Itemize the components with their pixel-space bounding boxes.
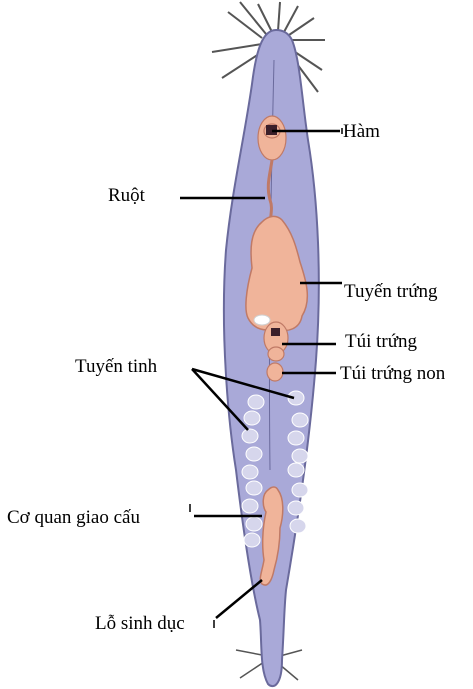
jaw-organ <box>258 116 286 160</box>
testis-follicle <box>288 501 304 515</box>
ovary-spot <box>254 315 270 325</box>
testis-follicle <box>248 395 264 409</box>
label-tui-trung-non: Túi trứng non <box>340 364 445 383</box>
label-tuyen-trung: Tuyến trứng <box>344 282 438 301</box>
testis-follicle <box>292 483 308 497</box>
testis-follicle <box>246 481 262 495</box>
testis-follicle <box>244 533 260 547</box>
label-lo-sinh-duc: Lỗ sinh dục <box>95 614 185 633</box>
testis-follicle <box>242 465 258 479</box>
label-ruot: Ruột <box>108 186 145 205</box>
testis-follicle <box>246 447 262 461</box>
testis-follicle <box>288 431 304 445</box>
label-tuyen-tinh: Tuyến tinh <box>75 357 157 376</box>
testis-follicle <box>242 429 258 443</box>
testis-follicle <box>288 463 304 477</box>
young-egg-sac <box>267 363 283 381</box>
testis-follicle <box>292 413 308 427</box>
testis-follicle <box>246 517 262 531</box>
label-ham: Hàm <box>343 122 380 141</box>
label-tui-trung: Túi trứng <box>345 332 417 351</box>
label-co-quan-giao-cau: Cơ quan giao cấu <box>7 508 140 527</box>
egg-sac <box>264 322 288 361</box>
testis-follicle <box>290 519 306 533</box>
testis-follicle <box>242 499 258 513</box>
testis-follicle <box>244 411 260 425</box>
testis-follicle <box>292 449 308 463</box>
